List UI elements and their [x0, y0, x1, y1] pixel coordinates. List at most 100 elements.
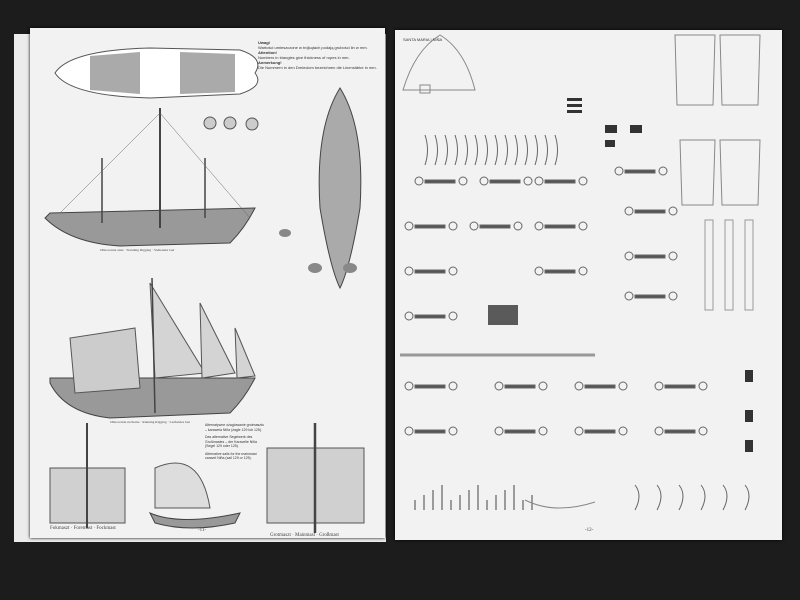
note-en-title: Attention!: [258, 50, 277, 55]
part-outline: [656, 484, 662, 511]
part-outline: [504, 384, 536, 389]
caption-foremast: Fokmaszt · Foremast · Fockmast: [50, 526, 116, 531]
part-outline: [414, 176, 424, 186]
part-outline: [658, 166, 668, 176]
part-outline: [634, 209, 666, 214]
part-outline: [474, 134, 478, 166]
part-outline: [514, 134, 518, 166]
part-outline: [584, 429, 616, 434]
part-outline: [722, 484, 728, 511]
part-outline: [448, 381, 458, 391]
left-page: Uwagi Wartości umieszczone w trójkątach …: [30, 28, 385, 538]
part-outline: [458, 176, 468, 186]
part-outline: [624, 291, 634, 301]
alt-sails-en: Alternative sails for the mainmast carav…: [205, 451, 257, 461]
part-outline: [578, 266, 588, 276]
note-de-text: Die Nummern in den Dreiecken bezeichnen …: [258, 65, 377, 70]
part-outline: [664, 384, 696, 389]
part-outline: [513, 221, 523, 231]
part-outline: [479, 176, 489, 186]
part-outline: [634, 254, 666, 259]
part-outline: [494, 426, 504, 436]
part-outline: [404, 426, 414, 436]
part-outline: [484, 134, 488, 166]
part-outline: [414, 384, 446, 389]
part-outline: [544, 224, 576, 229]
part-outline: [700, 484, 706, 511]
caption-mainmast: Grotmaszt · Mainmast · Großmast: [270, 533, 339, 538]
part-outline: [544, 179, 576, 184]
part-outline: [634, 484, 640, 511]
part-outline: [698, 426, 708, 436]
note-en-text: Numbers in triangles give thickness of r…: [258, 55, 350, 60]
part-outline: [448, 221, 458, 231]
part-outline: [538, 426, 548, 436]
part-outline: [414, 224, 446, 229]
part-outline: [534, 266, 544, 276]
part-outline: [554, 134, 558, 166]
part-outline: [479, 224, 511, 229]
part-outline: [524, 134, 528, 166]
cut-parts-sheet: [400, 34, 761, 511]
part-outline: [534, 176, 544, 186]
part-outline: [494, 134, 498, 166]
ship-plans-left: [44, 47, 365, 533]
alt-sails-de: Das alternative Segelwerk des Großmastes…: [205, 435, 257, 448]
part-outline: [489, 179, 521, 184]
part-outline: [624, 206, 634, 216]
part-outline: [404, 266, 414, 276]
part-outline: [494, 381, 504, 391]
alt-sails-pl: Alternatywne ożaglowanie grotmasztu – ka…: [205, 423, 264, 432]
part-outline: [534, 221, 544, 231]
part-outline: [668, 291, 678, 301]
part-outline: [504, 429, 536, 434]
part-outline: [534, 134, 538, 166]
sheet-header: SANTA MARIA | NIÑA: [403, 37, 443, 42]
part-outline: [544, 134, 548, 166]
part-outline: [414, 429, 446, 434]
page-number: -12-: [585, 528, 594, 533]
part-outline: [414, 314, 446, 319]
part-outline: [668, 251, 678, 261]
part-outline: [448, 311, 458, 321]
part-outline: [578, 176, 588, 186]
part-outline: [523, 176, 533, 186]
part-outline: [668, 206, 678, 216]
part-outline: [444, 134, 448, 166]
part-outline: [678, 484, 684, 511]
part-outline: [414, 269, 446, 274]
part-outline: [584, 384, 616, 389]
part-outline: [504, 134, 508, 166]
part-outline: [448, 266, 458, 276]
note-pl-title: Uwagi: [258, 40, 270, 45]
caption-running-rigging: Olinowanie ruchome · Running Rigging · L…: [110, 420, 191, 424]
part-outline: [404, 221, 414, 231]
part-outline: [664, 429, 696, 434]
note-de-title: Anmerkung!: [258, 60, 282, 65]
part-outline: [434, 134, 438, 166]
part-outline: [574, 426, 584, 436]
part-outline: [614, 166, 624, 176]
part-outline: [574, 381, 584, 391]
part-outline: [464, 134, 468, 166]
part-outline: [544, 269, 576, 274]
part-outline: [404, 381, 414, 391]
part-outline: [618, 381, 628, 391]
part-outline: [469, 221, 479, 231]
page-number: -11-: [198, 528, 207, 533]
part-outline: [404, 311, 414, 321]
right-page: SANTA MARIA | NIÑA -12-: [395, 30, 782, 540]
part-outline: [624, 169, 656, 174]
part-outline: [634, 294, 666, 299]
part-outline: [624, 251, 634, 261]
part-outline: [618, 426, 628, 436]
part-outline: [578, 221, 588, 231]
part-outline: [448, 426, 458, 436]
part-outline: [424, 134, 428, 166]
note-pl-text: Wartości umieszczone w trójkątach podają…: [258, 45, 368, 50]
part-outline: [654, 381, 664, 391]
part-outline: [424, 179, 456, 184]
part-outline: [454, 134, 458, 166]
part-outline: [654, 426, 664, 436]
part-outline: [538, 381, 548, 391]
